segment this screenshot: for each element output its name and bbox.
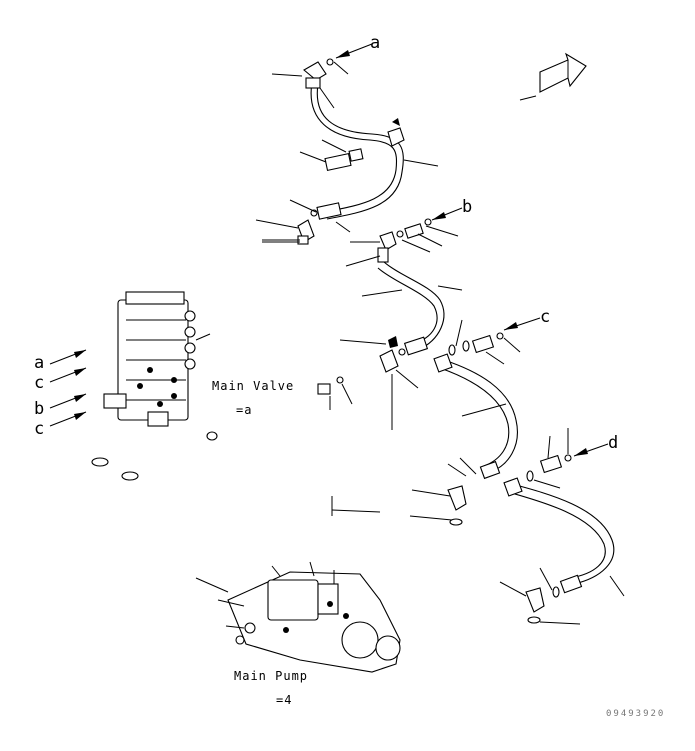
leader-lines-group-2 — [345, 225, 463, 297]
port-d-callout: d — [573, 433, 618, 457]
straight-connector-d — [526, 428, 572, 482]
elbow-fitting-hose2 — [377, 231, 397, 263]
straight-connector-b — [396, 218, 432, 239]
left-port-label-3: b — [34, 399, 44, 419]
left-port-label-2: c — [34, 373, 44, 393]
main-valve-label: Main Valve — [212, 379, 294, 393]
main-valve-port-arrows — [49, 349, 87, 427]
port-b-callout: b — [431, 197, 472, 221]
port-a-callout: a — [335, 33, 380, 59]
small-fitting-center — [317, 376, 353, 410]
port-a-label: a — [370, 33, 380, 53]
main-pump-assembly — [195, 561, 401, 673]
guide-lines — [331, 374, 393, 516]
main-valve-port-labels: a c b c — [34, 353, 44, 439]
left-port-label-1: a — [34, 353, 44, 373]
hose-assembly-2 — [377, 231, 445, 356]
elbow-fitting-left — [297, 219, 315, 245]
straight-connector-c — [471, 332, 521, 365]
leader-lines-group-4 — [499, 479, 625, 597]
tee-valve-fitting — [339, 336, 419, 389]
main-valve-ref: =a — [236, 403, 252, 417]
front-direction-arrow — [519, 52, 587, 101]
port-b-label: b — [462, 197, 472, 217]
port-c-callout: c — [503, 307, 550, 331]
leader-lines-group-1 — [255, 61, 439, 233]
left-port-label-4: c — [34, 419, 44, 439]
main-pump-label: Main Pump — [234, 669, 308, 683]
drawing-number: 09493920 — [606, 709, 665, 719]
main-pump-ref: =4 — [276, 693, 292, 707]
oring-group-c — [448, 319, 470, 356]
elbow-fitting-bottom — [525, 587, 581, 625]
hose-assembly-3 — [433, 353, 518, 480]
hose-assembly-1 — [303, 58, 405, 220]
main-valve-block — [91, 291, 218, 481]
leader-lines-group-3 — [447, 403, 507, 477]
port-c-label: c — [540, 307, 550, 327]
hose-assembly-4 — [503, 477, 615, 598]
port-d-label: d — [608, 433, 618, 453]
elbow-fitting-mid — [409, 485, 467, 526]
elbow-fitting-top — [303, 61, 327, 89]
union-fitting-1 — [324, 148, 364, 172]
